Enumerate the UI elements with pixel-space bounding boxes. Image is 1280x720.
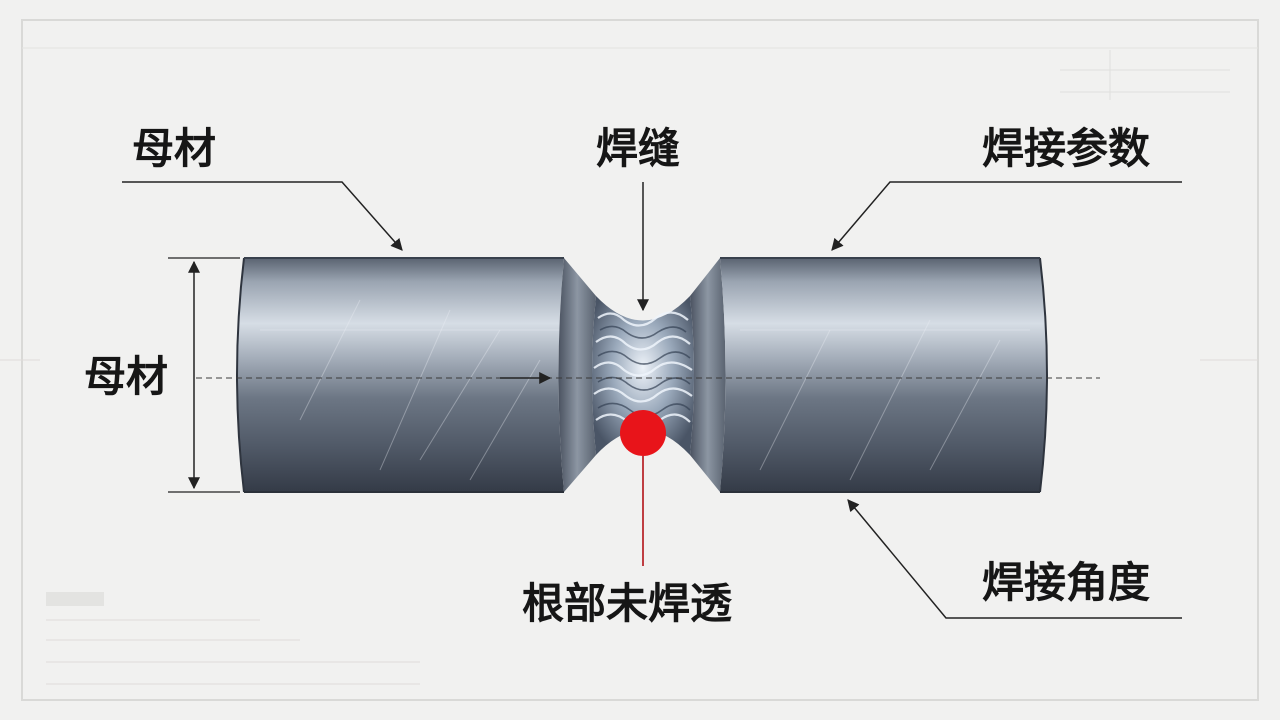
left-pipe	[237, 258, 564, 492]
label-base-metal-top: 母材	[132, 128, 216, 170]
leader-base-metal	[122, 182, 402, 250]
root-defect-marker	[620, 410, 666, 456]
leader-welding-parameters	[832, 182, 1182, 250]
right-pipe	[720, 258, 1047, 492]
label-incomplete-root-penetration: 根部未焊透	[522, 583, 732, 625]
label-weld-seam: 焊缝	[596, 128, 680, 170]
label-base-metal-side: 母材	[84, 356, 168, 398]
left-bevel	[559, 258, 597, 492]
label-welding-angle: 焊接角度	[982, 562, 1150, 604]
thickness-dimension	[168, 258, 240, 492]
right-bevel	[690, 258, 726, 492]
label-welding-parameters: 焊接参数	[982, 128, 1150, 170]
